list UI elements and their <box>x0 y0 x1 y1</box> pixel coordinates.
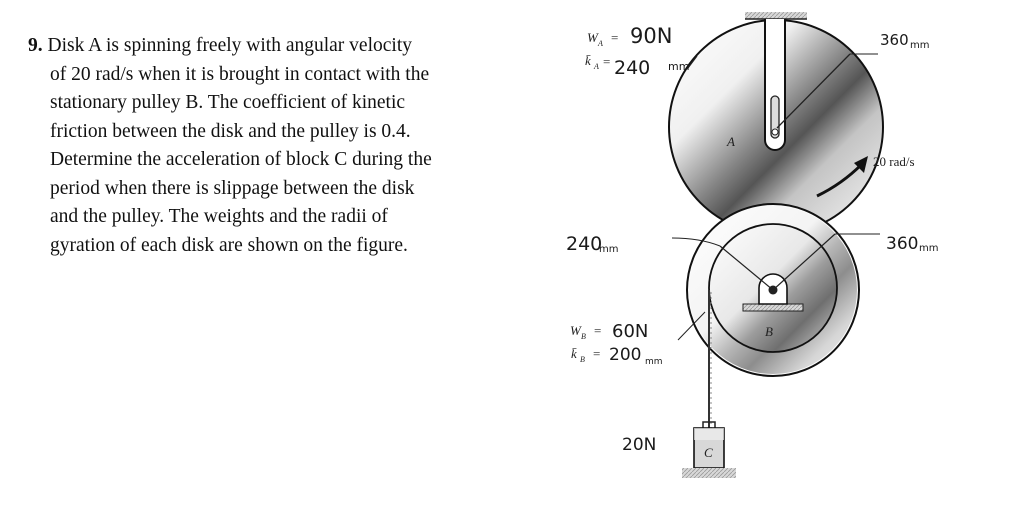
weight-b-value: 60N <box>612 321 648 342</box>
hanger-arm <box>764 19 786 151</box>
problem-line-7: and the pulley. The weights and the radi… <box>50 206 388 227</box>
block-c-hook <box>702 421 716 428</box>
mechanism-diagram: W A = 90N k̄ A = 240 mm A 360 mm 20 rad/… <box>566 12 938 478</box>
problem-line-3: stationary pulley B. The coefficient of … <box>50 92 406 113</box>
gyration-b-value: 200 <box>609 345 641 365</box>
weight-b-subscript: B <box>581 332 586 341</box>
disk-a-radius-line <box>776 53 851 129</box>
problem-line-8: gyration of each disk are shown on the f… <box>50 234 408 256</box>
gyration-a-equals: = <box>603 54 610 69</box>
pulley-outer-radius-label: 360 <box>886 234 918 254</box>
gyration-a-unit: mm <box>668 60 689 73</box>
weight-a-symbol: W <box>587 30 599 45</box>
weight-a-value: 90N <box>630 24 672 48</box>
gyration-b-symbol: k̄ <box>571 346 577 361</box>
gyration-b-equals: = <box>593 346 600 361</box>
disk-a-radius-unit: mm <box>910 40 929 51</box>
pulley-inner-radius-leader <box>671 237 721 247</box>
ceiling-support <box>745 12 807 19</box>
weight-a-subscript: A <box>597 39 603 48</box>
weight-b-symbol: W <box>570 323 582 338</box>
pulley-outer-radius-line <box>772 233 836 291</box>
gyration-b-subscript: B <box>580 355 585 364</box>
problem-number: 9. <box>28 35 43 56</box>
problem-text-1: Disk A is spinning freely with angular v… <box>47 35 413 56</box>
gyration-b-unit: mm <box>645 357 663 367</box>
problem-line-4: friction between the disk and the pulley… <box>50 120 411 142</box>
disk-a-axle <box>771 128 779 136</box>
pulley-outer-radius-unit: mm <box>919 243 938 254</box>
angular-velocity-label: 20 rad/s <box>873 154 915 169</box>
pulley-inner-radius-unit: mm <box>599 244 618 255</box>
ground-base <box>682 468 736 478</box>
disk-a-label: A <box>726 134 735 149</box>
disk-a-radius-label: 360 <box>880 31 909 49</box>
weight-a-equals: = <box>611 30 618 45</box>
problem-statement: 9. Disk A is spinning freely with angula… <box>28 32 538 260</box>
block-c-weight-label: 20N <box>622 435 656 455</box>
block-c-label: C <box>704 445 713 460</box>
weight-b-leader <box>677 311 706 341</box>
problem-line-6: period when there is slippage between th… <box>50 177 415 199</box>
pulley-inner-radius-label: 240 <box>566 233 602 255</box>
gyration-a-leader <box>687 55 698 69</box>
block-c-shade <box>694 428 724 440</box>
weight-b-equals: = <box>594 323 601 338</box>
pulley-mount-base <box>742 303 804 312</box>
pulley-b-label: B <box>765 324 773 339</box>
problem-line-1: 9. Disk A is spinning freely with angula… <box>28 32 538 61</box>
pulley-inner-radius-line <box>719 245 774 291</box>
problem-line-5: Determine the acceleration of block C du… <box>50 149 432 170</box>
gyration-a-value: 240 <box>614 57 650 79</box>
arrowhead <box>854 156 868 173</box>
problem-line-2: of 20 rad/s when it is brought in contac… <box>50 63 430 85</box>
gyration-a-symbol: k̄ <box>585 53 591 68</box>
gyration-a-subscript: A <box>593 62 599 71</box>
